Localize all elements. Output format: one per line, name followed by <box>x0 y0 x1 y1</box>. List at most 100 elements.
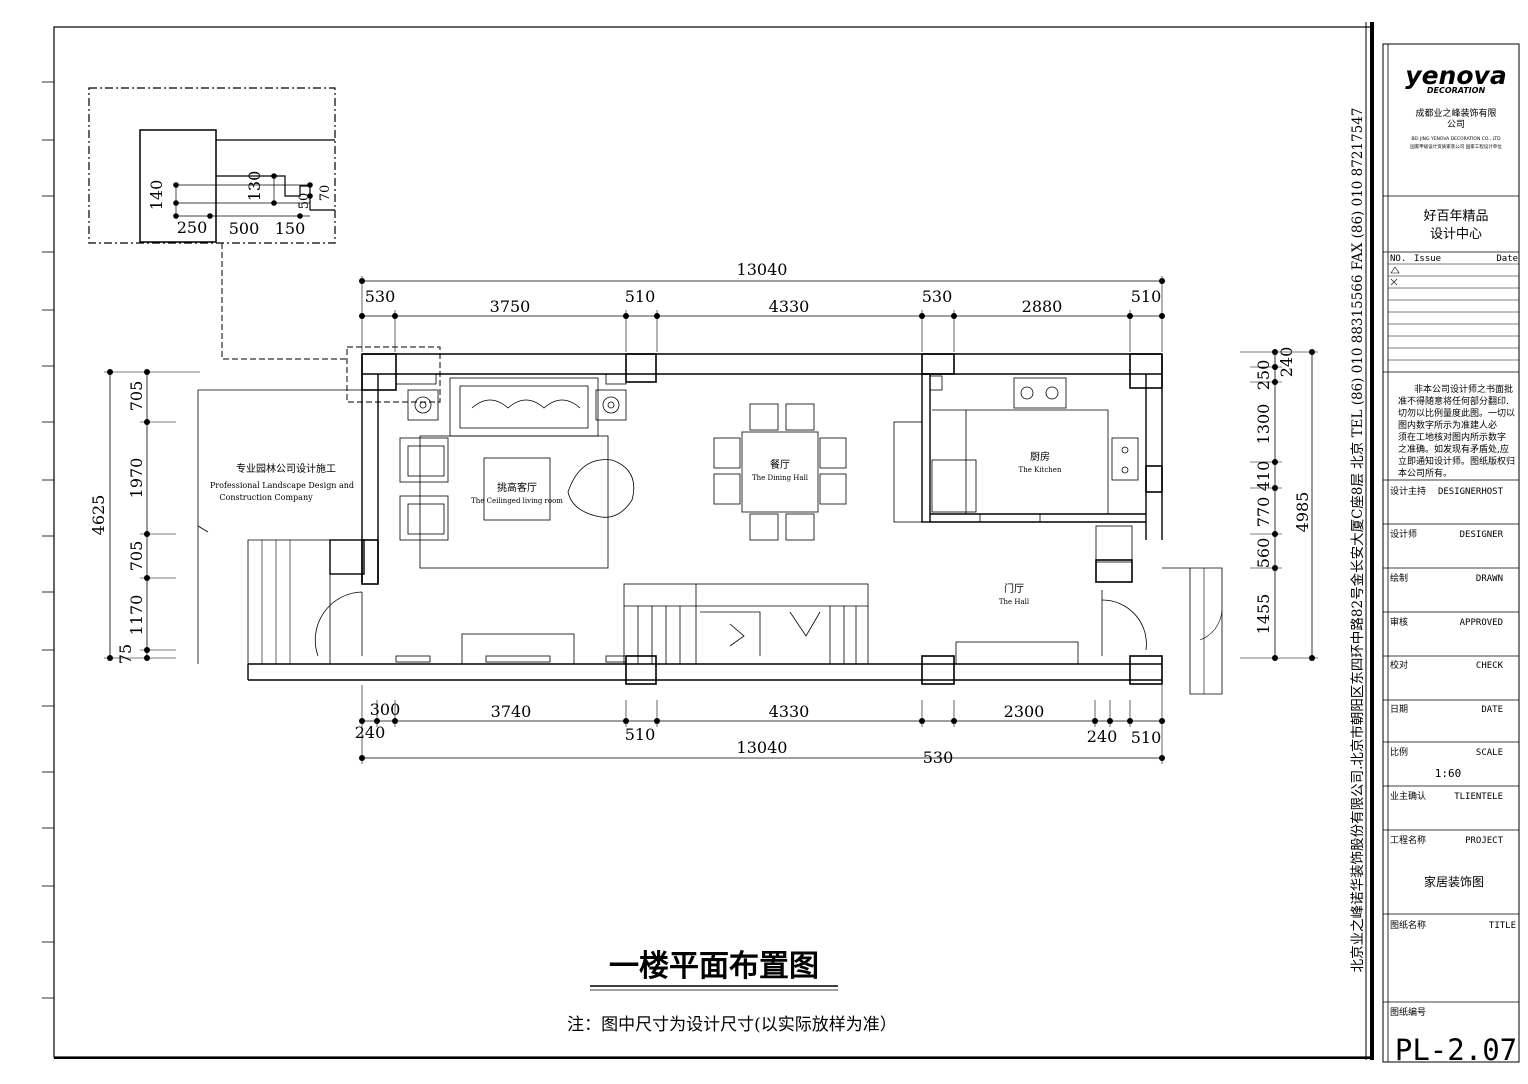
top-dim-seg: 530 <box>365 287 396 306</box>
row-label-en: APPROVED <box>1460 618 1503 628</box>
disclaimer-line: 切勿以比例量度此图。一切以 <box>1398 407 1515 419</box>
left-dim-seg: 1970 <box>127 458 146 499</box>
drawing-note: 注：图中尺寸为设计尺寸(以实际放样为准） <box>567 1015 897 1035</box>
bottom-dim-seg: 240 <box>355 723 386 742</box>
bottom-dimensions: 300 3740 4330 2300 240 510 240 510 13040… <box>355 685 1165 767</box>
row-label-en: CHECK <box>1476 661 1504 671</box>
top-dim-seg: 2880 <box>1022 297 1063 316</box>
furniture <box>395 373 1139 665</box>
landscape-label-cn: 专业园林公司设计施工 <box>236 462 336 475</box>
left-dim-seg: 705 <box>127 541 146 572</box>
right-dim-seg: 560 <box>1254 538 1273 569</box>
left-dim-seg: 75 <box>116 644 135 664</box>
row-label-cn: 业主确认 <box>1390 790 1426 802</box>
project-name: 家居装饰图 <box>1424 874 1484 889</box>
row-label-cn: 日期 <box>1390 704 1408 715</box>
signature-rows: 设计主持 DESIGNERHOST 设计师 DESIGNER 绘制 DRAWN … <box>1390 485 1517 1067</box>
disclaimer-line: 须在工地核对图内所示数字 <box>1398 431 1506 443</box>
row-label-cn: 校对 <box>1390 659 1408 671</box>
drawing-number: PL-2.07 <box>1395 1033 1517 1067</box>
detail-dim-50: 50 <box>297 193 312 210</box>
top-overall-dim: 13040 <box>737 260 788 279</box>
left-ruler <box>42 81 54 999</box>
company-name-line2: 公司 <box>1447 119 1465 130</box>
right-overall-dim: 4985 <box>1293 492 1312 533</box>
issue-date-header: Date <box>1496 254 1518 264</box>
bottom-dim-seg: 510 <box>1131 728 1162 747</box>
kitchen-label-cn: 厨房 <box>1030 450 1050 463</box>
building-walls <box>197 353 1223 695</box>
left-overall-dim: 4625 <box>89 495 108 536</box>
issue-no-header: NO. <box>1390 254 1406 264</box>
title-block: yenova DECORATION 成都业之峰装饰有限 公司 BEI JING … <box>1382 43 1520 1067</box>
right-dim-seg: 1300 <box>1254 404 1273 445</box>
bottom-dim-seg: 2300 <box>1004 702 1045 721</box>
revision-cross-icon <box>1390 278 1398 286</box>
hall-label-en: The Hall <box>999 598 1030 606</box>
company-name-en: BEI JING YENOVA DECORATION CO., LTD <box>1411 136 1501 142</box>
right-dim-seg: 1455 <box>1254 594 1273 635</box>
design-center-line2: 设计中心 <box>1430 227 1482 242</box>
disclaimer-line: 图内数字所示为准建人必 <box>1398 419 1497 431</box>
hall-label-cn: 门厅 <box>1004 582 1024 595</box>
top-dim-seg: 510 <box>625 287 656 306</box>
drawing-title: 一楼平面布置图 <box>609 949 819 984</box>
bottom-extra-dim: 530 <box>923 748 954 767</box>
row-label-cn: 设计主持 <box>1390 485 1426 497</box>
bottom-overall-dim: 13040 <box>737 738 788 757</box>
top-dim-seg: 510 <box>1131 287 1162 306</box>
top-dim-seg: 4330 <box>769 297 810 316</box>
company-qualification: 国家甲级设计资质家装公司 国家工程设计单位 <box>1410 143 1502 150</box>
right-dimensions: 4985 250 240 1300 410 770 560 1455 <box>1240 347 1318 661</box>
kitchen-label-en: The Kitchen <box>1019 466 1062 474</box>
living-room-label-en: The Ceilinged living room <box>471 497 563 505</box>
dining-label-cn: 餐厅 <box>770 458 790 471</box>
row-label-en: DATE <box>1481 705 1503 715</box>
revision-triangle-icon <box>1390 266 1400 274</box>
disclaimer-line: 之准确。如发现有矛盾处,应 <box>1398 443 1509 455</box>
left-dim-seg: 1170 <box>127 595 146 636</box>
bottom-dim-seg: 510 <box>625 725 656 744</box>
right-dim-seg: 410 <box>1254 461 1273 492</box>
top-dim-seg: 530 <box>922 287 953 306</box>
row-label-en: SCALE <box>1476 748 1503 758</box>
right-dim-seg: 770 <box>1254 497 1273 528</box>
right-dim-seg: 240 <box>1277 347 1296 378</box>
landscape-label-en1: Professional Landscape Design and <box>210 481 354 490</box>
row-label-cn: 工程名称 <box>1390 834 1426 846</box>
row-label-cn: 比例 <box>1390 746 1408 758</box>
title-label-en: TITLE <box>1489 921 1516 931</box>
top-dim-seg: 3750 <box>490 297 531 316</box>
company-logo-sub: DECORATION <box>1427 86 1486 95</box>
drawing-no-label: 图纸编号 <box>1390 1006 1426 1018</box>
row-label-cn: 审核 <box>1390 616 1408 628</box>
top-dimensions: 13040 530 3750 510 4330 530 2880 510 <box>359 260 1165 352</box>
disclaimer-line: 立即通知设计师。图纸版权归 <box>1398 455 1515 467</box>
detail-dim-130: 130 <box>245 171 264 202</box>
left-dimensions: 4625 705 1970 705 1170 75 <box>89 369 200 664</box>
disclaimer-line: 本公司所有。 <box>1398 467 1452 479</box>
design-center-line1: 好百年精品 <box>1423 209 1488 224</box>
title-label-cn: 图纸名称 <box>1390 919 1426 931</box>
detail-dim-140: 140 <box>147 180 166 211</box>
row-label-en: DESIGNER <box>1460 530 1504 540</box>
dining-label-en: The Dining Hall <box>752 474 809 482</box>
company-logo: yenova <box>1405 61 1506 90</box>
company-address-vertical: 北京业之峰诺华装饰股份有限公司.北京市朝阳区东四环中路82号金长安大厦C座8层 … <box>1349 108 1366 973</box>
row-label-en: TLIENTELE <box>1454 792 1503 802</box>
room-labels: 专业园林公司设计施工 Professional Landscape Design… <box>210 450 1062 606</box>
disclaimer: 非本公司设计师之书面批 准不得随意将任何部分翻印. 切勿以比例量度此图。一切以 … <box>1398 383 1515 479</box>
bottom-dim-seg: 300 <box>370 700 401 719</box>
row-label-en: DRAWN <box>1476 574 1503 584</box>
living-room-label-cn: 挑高客厅 <box>497 481 537 494</box>
disclaimer-line: 非本公司设计师之书面批 <box>1414 383 1513 395</box>
detail-inset: 140 130 50 70 250 500 150 <box>88 87 441 403</box>
row-label-en: PROJECT <box>1465 836 1504 846</box>
detail-dim-150: 150 <box>275 219 306 238</box>
detail-dim-70: 70 <box>318 185 333 202</box>
detail-dim-250: 250 <box>177 218 208 237</box>
right-dim-seg: 250 <box>1254 360 1273 391</box>
scale-value: 1:60 <box>1435 767 1462 780</box>
bottom-dim-seg: 3740 <box>491 702 532 721</box>
